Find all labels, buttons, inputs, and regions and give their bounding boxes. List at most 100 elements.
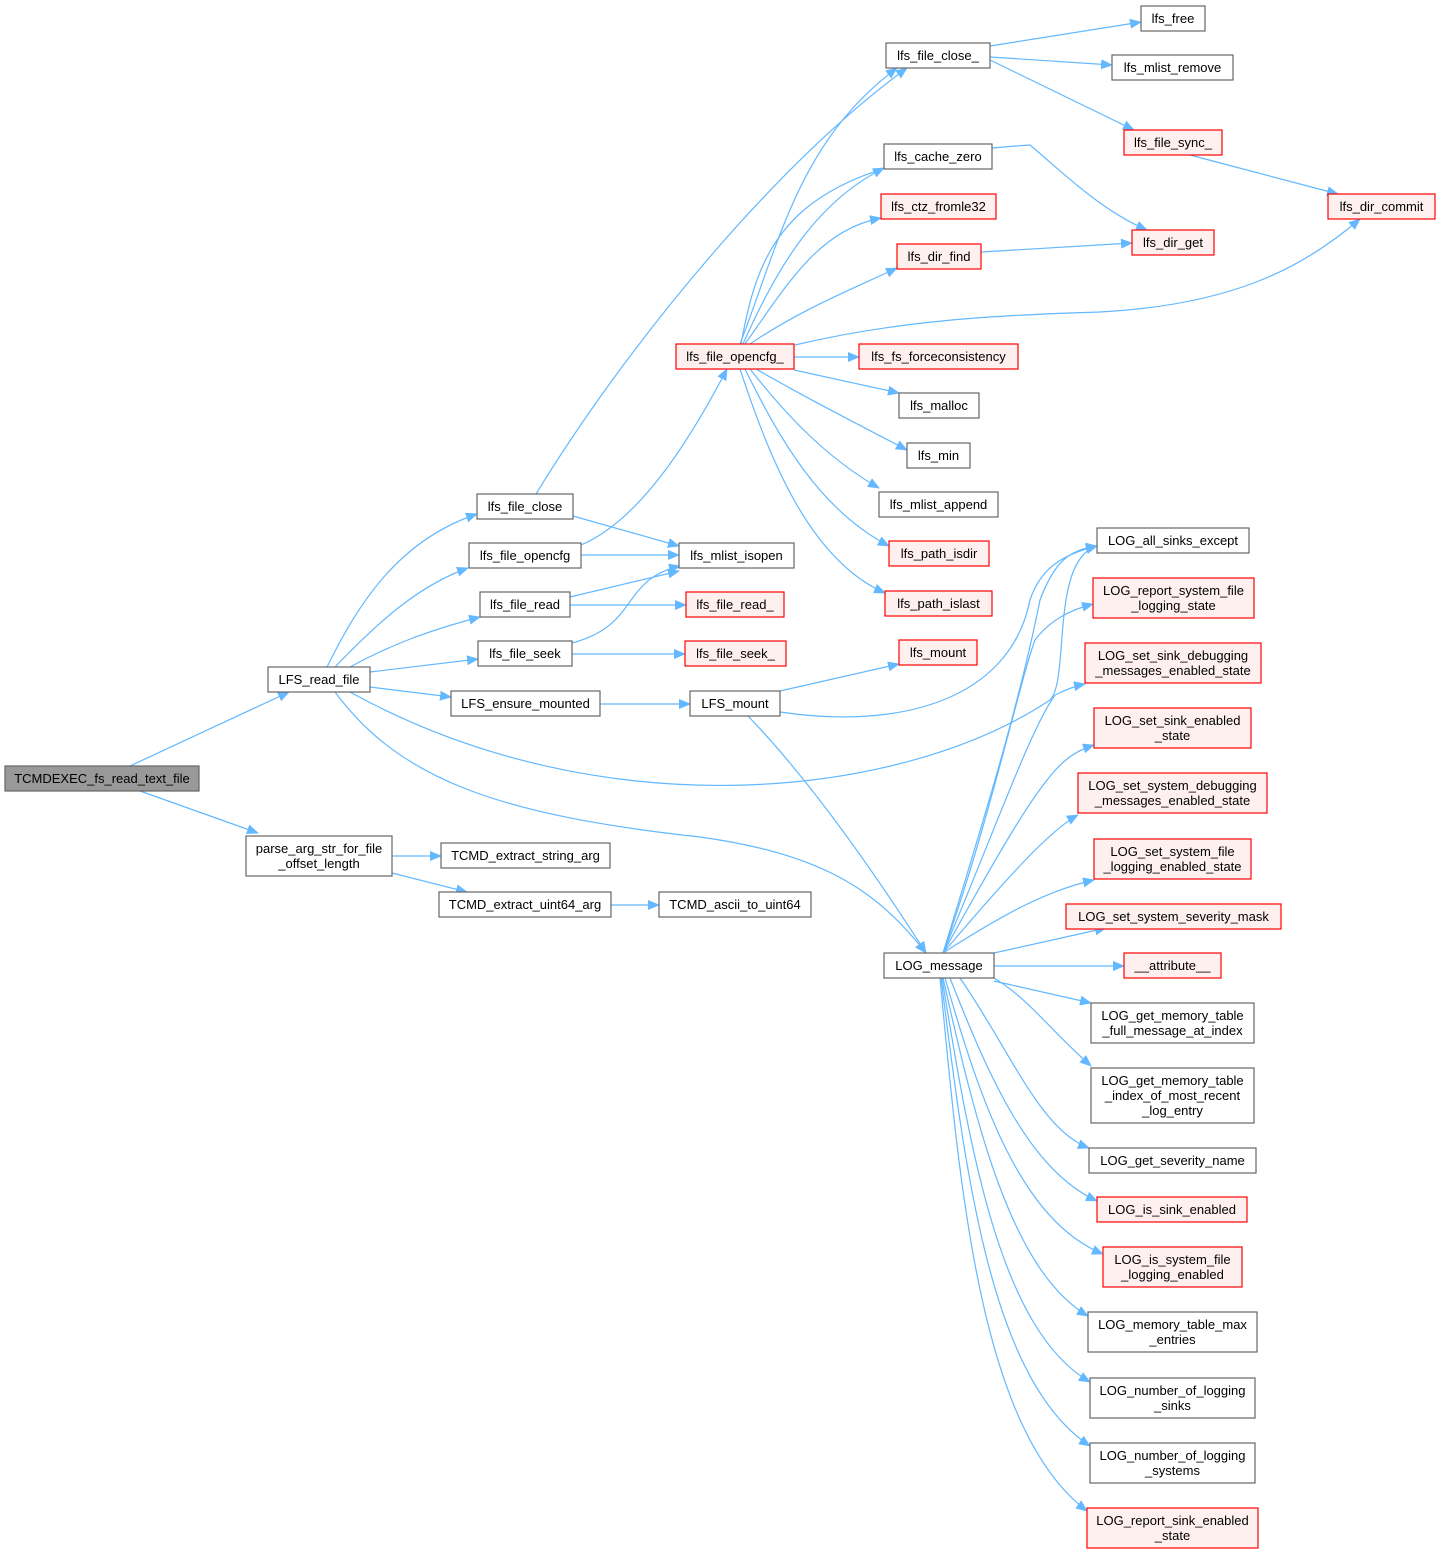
node-log-number-of-logging-systems[interactable]: LOG_number_of_logging_systems bbox=[1089, 1442, 1256, 1484]
node-lfs-malloc[interactable]: lfs_malloc bbox=[898, 392, 980, 419]
node-lfs-file-read[interactable]: lfs_file_read bbox=[479, 591, 571, 618]
call-edge bbox=[1189, 154, 1339, 197]
node-box bbox=[885, 42, 991, 69]
call-edge bbox=[949, 977, 1098, 1202]
node-lfs-dir-get[interactable]: lfs_dir_get bbox=[1131, 229, 1215, 256]
node-label: LOG_report_sink_enabled bbox=[1096, 1513, 1249, 1528]
node-box bbox=[898, 639, 978, 666]
node-log-memory-table-max[interactable]: LOG_memory_table_max_entries bbox=[1087, 1311, 1258, 1353]
node-label: LOG_number_of_logging bbox=[1100, 1383, 1246, 1398]
node-lfs-cache-zero[interactable]: lfs_cache_zero bbox=[883, 143, 993, 170]
node-tcmd-extract-uint64-arg[interactable]: TCMD_extract_uint64_arg bbox=[438, 891, 612, 918]
call-edge bbox=[129, 691, 290, 767]
node-log-message[interactable]: LOG_message bbox=[883, 952, 995, 979]
node-box bbox=[880, 193, 997, 220]
node-box bbox=[267, 666, 371, 693]
node-log-get-memory-table-index[interactable]: LOG_get_memory_table_index_of_most_recen… bbox=[1090, 1067, 1255, 1124]
node-lfs-file-close[interactable]: lfs_file_close bbox=[476, 493, 574, 520]
node-log-all-sinks-except[interactable]: LOG_all_sinks_except bbox=[1096, 527, 1250, 554]
node-tcmd-ascii-to-uint64[interactable]: TCMD_ascii_to_uint64 bbox=[658, 891, 812, 918]
call-edge bbox=[942, 814, 1079, 954]
node-label: _logging_enabled bbox=[1120, 1267, 1224, 1282]
node-log-set-system-severity-mask[interactable]: LOG_set_system_severity_mask bbox=[1065, 903, 1282, 930]
node-log-get-severity-name[interactable]: LOG_get_severity_name bbox=[1088, 1147, 1257, 1174]
node-attribute[interactable]: __attribute__ bbox=[1123, 952, 1222, 979]
node-lfs-path-isdir[interactable]: lfs_path_isdir bbox=[888, 540, 990, 567]
node-lfs-ctz-fromle32[interactable]: lfs_ctz_fromle32 bbox=[880, 193, 997, 220]
node-box bbox=[468, 542, 582, 569]
node-log-set-system-file[interactable]: LOG_set_system_file_logging_enabled_stat… bbox=[1093, 838, 1252, 880]
node-lfs-path-islast[interactable]: lfs_path_islast bbox=[884, 590, 993, 617]
call-edge bbox=[989, 18, 1142, 47]
call-edge bbox=[349, 614, 481, 668]
node-box bbox=[440, 842, 611, 869]
node-label: lfs_file_sync_ bbox=[1134, 135, 1213, 150]
node-lfs-file-seek-[interactable]: lfs_file_seek_ bbox=[684, 640, 787, 667]
node-lfs-dir-find[interactable]: lfs_dir_find bbox=[896, 243, 982, 270]
call-edge bbox=[755, 368, 908, 451]
call-edge bbox=[980, 238, 1133, 253]
node-log-is-system-file[interactable]: LOG_is_system_file_logging_enabled bbox=[1102, 1246, 1243, 1288]
call-edge bbox=[942, 542, 1098, 954]
node-lfs-file-opencfg-[interactable]: lfs_file_opencfg_ bbox=[675, 343, 795, 370]
node-tcmd-extract-string-arg[interactable]: TCMD_extract_string_arg bbox=[440, 842, 611, 869]
node-lfs-mount[interactable]: lfs_mount bbox=[898, 639, 978, 666]
node-lfs-read-file[interactable]: LFS_read_file bbox=[267, 666, 371, 693]
node-box bbox=[675, 343, 795, 370]
node-label: lfs_fs_forceconsistency bbox=[871, 349, 1006, 364]
node-log-is-sink-enabled[interactable]: LOG_is_sink_enabled bbox=[1096, 1196, 1248, 1223]
node-lfs-mlist-append[interactable]: lfs_mlist_append bbox=[878, 491, 999, 518]
call-edge bbox=[939, 977, 1088, 1512]
node-log-number-of-logging-sinks[interactable]: LOG_number_of_logging_sinks bbox=[1089, 1377, 1256, 1419]
node-box bbox=[450, 690, 601, 717]
node-label: LOG_is_system_file bbox=[1114, 1252, 1230, 1267]
node-lfs-mlist-remove[interactable]: lfs_mlist_remove bbox=[1111, 54, 1234, 81]
node-label: lfs_path_islast bbox=[897, 596, 980, 611]
call-edge bbox=[989, 56, 1113, 70]
call-edge bbox=[369, 686, 452, 701]
node-box bbox=[1090, 1067, 1255, 1124]
node-lfs-dir-commit[interactable]: lfs_dir_commit bbox=[1327, 193, 1436, 220]
call-edge bbox=[139, 790, 259, 835]
node-lfs-free[interactable]: lfs_free bbox=[1140, 5, 1206, 32]
node-label: parse_arg_str_for_file bbox=[256, 841, 382, 856]
node-label: LOG_report_system_file bbox=[1103, 583, 1244, 598]
call-edge bbox=[569, 568, 680, 598]
node-lfs-mlist-isopen[interactable]: lfs_mlist_isopen bbox=[678, 542, 795, 569]
node-log-set-sink-debugging[interactable]: LOG_set_sink_debugging_messages_enabled_… bbox=[1084, 642, 1262, 684]
node-parse-arg[interactable]: parse_arg_str_for_file_offset_length bbox=[245, 835, 393, 877]
call-edge bbox=[779, 661, 900, 692]
node-log-get-memory-table-full[interactable]: LOG_get_memory_table_full_message_at_ind… bbox=[1090, 1002, 1255, 1044]
node-label: lfs_dir_find bbox=[908, 249, 971, 264]
node-log-report-sink-enabled[interactable]: LOG_report_sink_enabled_state bbox=[1086, 1507, 1259, 1549]
node-box bbox=[878, 491, 999, 518]
node-lfs-file-sync-[interactable]: lfs_file_sync_ bbox=[1123, 129, 1223, 156]
node-box bbox=[1086, 1507, 1259, 1549]
node-log-set-system-debugging[interactable]: LOG_set_system_debugging_messages_enable… bbox=[1077, 772, 1268, 814]
node-label: LOG_set_system_debugging bbox=[1088, 778, 1256, 793]
node-log-report-system-file[interactable]: LOG_report_system_file_logging_state bbox=[1092, 577, 1255, 619]
node-box bbox=[477, 640, 573, 667]
node-label: __attribute__ bbox=[1134, 958, 1212, 973]
node-lfs-file-seek[interactable]: lfs_file_seek bbox=[477, 640, 573, 667]
node-lfs-file-read-[interactable]: lfs_file_read_ bbox=[685, 591, 785, 618]
node-lfs-file-opencfg[interactable]: lfs_file_opencfg bbox=[468, 542, 582, 569]
node-lfs-min[interactable]: lfs_min bbox=[906, 442, 971, 469]
node-lfs-fs-forceconsistency[interactable]: lfs_fs_forceconsistency bbox=[858, 343, 1019, 370]
call-edge bbox=[993, 980, 1092, 1006]
node-box bbox=[898, 392, 980, 419]
node-label: _logging_state bbox=[1130, 598, 1216, 613]
node-root[interactable]: TCMDEXEC_fs_read_text_file bbox=[4, 765, 200, 792]
node-lfs-file-close-[interactable]: lfs_file_close_ bbox=[885, 42, 991, 69]
call-edge bbox=[794, 218, 1361, 346]
call-edge bbox=[959, 977, 1090, 1149]
node-log-set-sink-enabled[interactable]: LOG_set_sink_enabled_state bbox=[1093, 707, 1252, 749]
node-box bbox=[1102, 1246, 1243, 1288]
node-label: _sinks bbox=[1153, 1398, 1191, 1413]
node-box bbox=[888, 540, 990, 567]
node-lfs-ensure-mounted[interactable]: LFS_ensure_mounted bbox=[450, 690, 601, 717]
node-label: lfs_dir_commit bbox=[1340, 199, 1424, 214]
node-label: lfs_mlist_isopen bbox=[690, 548, 783, 563]
node-lfs-mount-cap[interactable]: LFS_mount bbox=[689, 690, 781, 717]
call-edge bbox=[742, 167, 885, 345]
